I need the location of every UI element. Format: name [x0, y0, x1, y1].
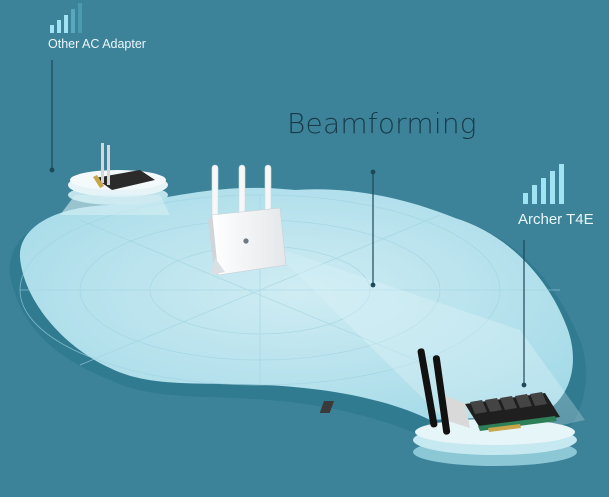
beam-to-archer — [268, 245, 585, 445]
other-adapter-card-icon — [93, 143, 155, 190]
leader-lines — [49, 60, 527, 388]
signal-bars-weak-icon — [50, 3, 82, 33]
beamforming-title: Beamforming — [287, 107, 477, 140]
other-adapter-label: Other AC Adapter — [48, 37, 146, 51]
signal-bars-strong-icon — [523, 164, 564, 204]
router-icon — [208, 164, 287, 276]
archer-card-icon — [319, 348, 560, 435]
archer-label: Archer T4E — [518, 211, 594, 228]
archer-platform — [413, 419, 577, 466]
